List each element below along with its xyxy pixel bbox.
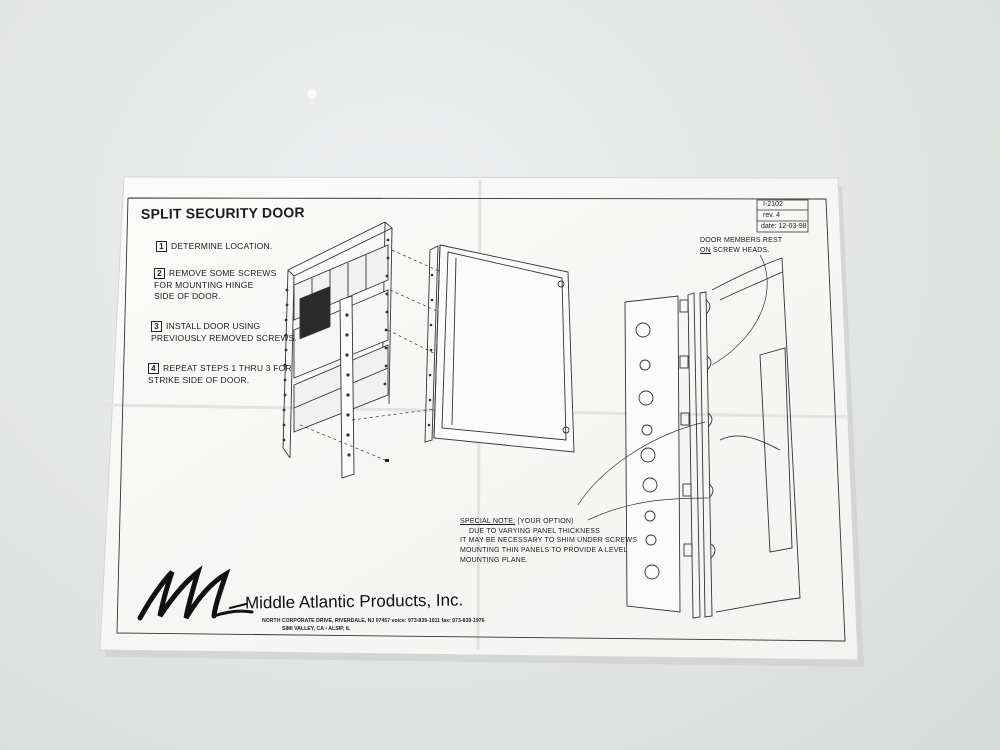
door-illustration xyxy=(424,244,575,453)
title-block xyxy=(756,199,809,233)
step-number: 4 xyxy=(148,363,159,374)
date-label: date: 12-03-98 xyxy=(761,223,807,230)
special-note-line: IT MAY BE NECESSARY TO SHIM UNDER SCREWS xyxy=(460,537,638,545)
special-note-line: DUE TO VARYING PANEL THICKNESS xyxy=(469,527,600,535)
company-locations: SIMI VALLEY, CA • ALSIP, IL xyxy=(282,626,351,632)
step-text: SIDE OF DOOR. xyxy=(154,291,221,302)
special-note-option: (YOUR OPTION) xyxy=(515,518,574,525)
callout-line: SCREW HEADS. xyxy=(710,246,770,254)
step-text: INSTALL DOOR USING xyxy=(166,321,261,331)
doc-number: I-2102 xyxy=(763,201,783,208)
step-number: 1 xyxy=(156,241,167,252)
company-logo-mark xyxy=(137,565,254,621)
step-text: REMOVE SOME SCREWS xyxy=(169,268,277,278)
callout-emphasis: ON xyxy=(700,246,711,254)
step-text: STRIKE SIDE OF DOOR. xyxy=(148,375,250,385)
step-4: 4 REPEAT STEPS 1 THRU 3 FOR STRIKE SIDE O… xyxy=(148,363,292,385)
callout-screw-heads: DOOR MEMBERS REST ON SCREW HEADS. xyxy=(700,237,782,254)
special-note-label: SPECIAL NOTE: xyxy=(460,518,516,525)
callout-line: DOOR MEMBERS REST xyxy=(700,237,783,244)
revision-label: rev. 4 xyxy=(763,212,780,219)
step-text: PREVIOUSLY REMOVED SCREWS. xyxy=(151,333,298,343)
document-title: SPLIT SECURITY DOOR xyxy=(140,204,305,222)
detail-illustration xyxy=(577,254,801,619)
step-text: FOR MOUNTING HINGE xyxy=(154,280,254,290)
step-2: 2 REMOVE SOME SCREWS FOR MOUNTING HINGE S… xyxy=(154,268,277,302)
step-number: 3 xyxy=(151,321,162,332)
special-note-line: MOUNTING THIN PANELS TO PROVIDE A LEVEL xyxy=(460,547,628,555)
company-name: Middle Atlantic Products, Inc. xyxy=(244,590,464,613)
step-text: REPEAT STEPS 1 THRU 3 FOR xyxy=(163,363,292,373)
step-1: 1 DETERMINE LOCATION. xyxy=(156,241,272,252)
drawing-border xyxy=(116,197,846,642)
special-note-line: MOUNTING PLANE. xyxy=(460,556,528,564)
special-note: SPECIAL NOTE: (YOUR OPTION) DUE TO VARYI… xyxy=(460,518,637,564)
rack-illustration xyxy=(282,221,474,479)
company-address: NORTH CORPORATE DRIVE, RIVERDALE, NJ 074… xyxy=(262,618,485,624)
step-text: DETERMINE LOCATION. xyxy=(171,241,273,251)
step-number: 2 xyxy=(154,268,165,279)
step-3: 3 INSTALL DOOR USING PREVIOUSLY REMOVED S… xyxy=(151,321,297,343)
paper-speck xyxy=(308,90,316,99)
